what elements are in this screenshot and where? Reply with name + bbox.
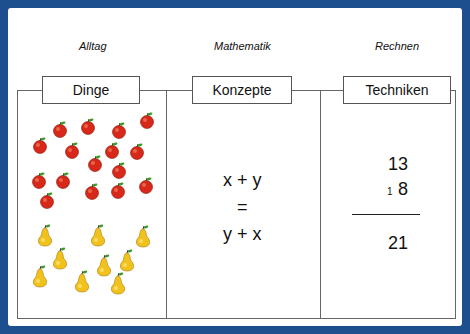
box-label: Techniken — [365, 82, 428, 98]
sum-number: 21 — [388, 234, 408, 252]
column-title: Rechnen — [375, 41, 419, 52]
column-heading-box: Konzepte — [192, 76, 292, 104]
carry-digit: 1 — [387, 187, 393, 197]
column-heading-box: Techniken — [343, 76, 451, 104]
formula-term: y + x — [223, 225, 262, 243]
column-title: Alltag — [79, 41, 107, 52]
addend-number: 13 — [388, 155, 408, 173]
box-label: Dinge — [73, 82, 110, 98]
addend-number: 8 — [398, 180, 408, 198]
column-title: Mathematik — [214, 41, 271, 52]
column-heading-box: Dinge — [42, 76, 140, 104]
formula-term: x + y — [223, 171, 262, 189]
equals-sign: = — [237, 198, 248, 216]
box-label: Konzepte — [212, 82, 271, 98]
